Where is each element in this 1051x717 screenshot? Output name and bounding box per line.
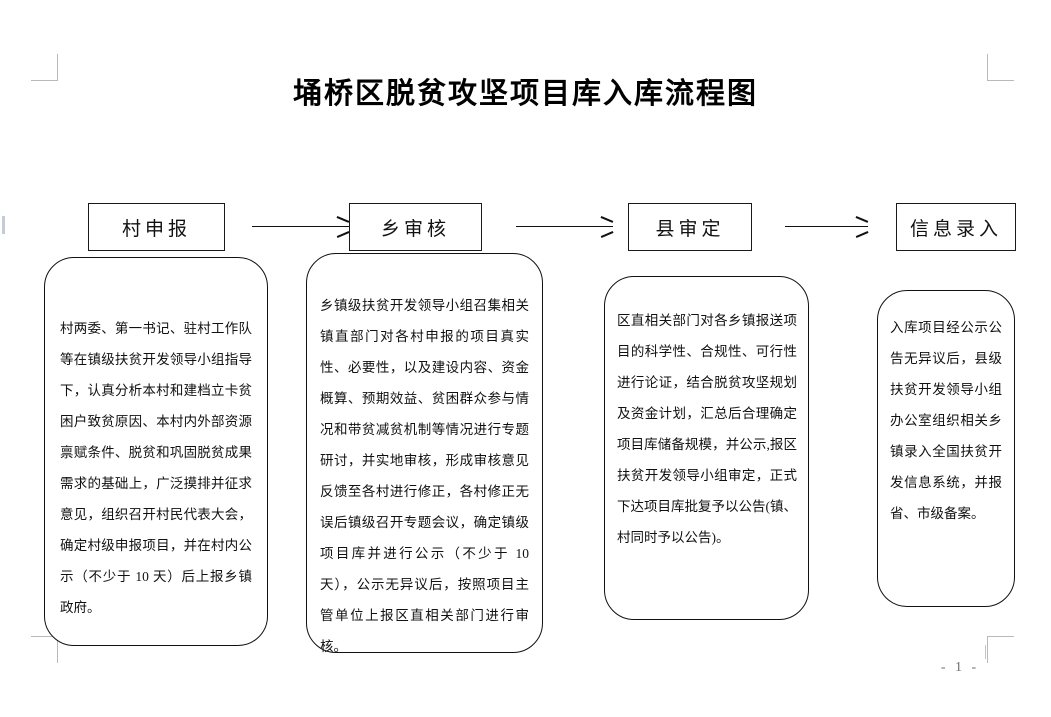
stage-body-text-village-declaration: 村两委、第一书记、驻村工作队等在镇级扶贫开发领导小组指导下，认真分析本村和建档立… — [60, 321, 252, 615]
stage-header-township-review[interactable]: 乡审核 — [349, 203, 482, 251]
stage-body-text-county-approval: 区直相关部门对各乡镇报送项目的科学性、合规性、可行性进行论证，结合脱贫攻坚规划及… — [617, 313, 797, 545]
crop-mark-top-left-icon — [31, 54, 58, 81]
crop-mark-top-right-icon — [987, 54, 1014, 81]
page-title: 埇桥区脱贫攻坚项目库入库流程图 — [292, 78, 758, 110]
stage-body-box-village-declaration — [44, 257, 268, 646]
arrow-township-to-county-icon — [516, 215, 614, 238]
arrow-village-to-township-icon — [252, 215, 350, 238]
stage-header-village-declaration[interactable]: 村申报 — [88, 203, 225, 251]
left-margin-tick-icon — [2, 216, 5, 234]
crop-mark-bottom-left-icon — [31, 636, 58, 663]
stage-body-text-township-review: 乡镇级扶贫开发领导小组召集相关镇直部门对各村申报的项目真实性、必要性，以及建设内… — [320, 298, 529, 654]
stage-header-information-entry[interactable]: 信息录入 — [896, 203, 1016, 251]
stage-body-box-county-approval — [604, 276, 809, 620]
crop-mark-bottom-right-icon — [987, 636, 1014, 663]
stage-body-text-information-entry: 入库项目经公示公告无异议后，县级扶贫开发领导小组办公室组织相关乡镇录入全国扶贫开… — [890, 320, 1002, 521]
arrow-county-to-entry-icon — [785, 215, 869, 238]
page-number-footer: - 1 - — [940, 660, 980, 675]
stage-body-box-information-entry — [877, 290, 1015, 607]
stage-header-county-approval[interactable]: 县审定 — [628, 203, 752, 251]
footer-margin-tick-icon — [985, 645, 986, 659]
stage-body-box-township-review — [306, 253, 543, 653]
